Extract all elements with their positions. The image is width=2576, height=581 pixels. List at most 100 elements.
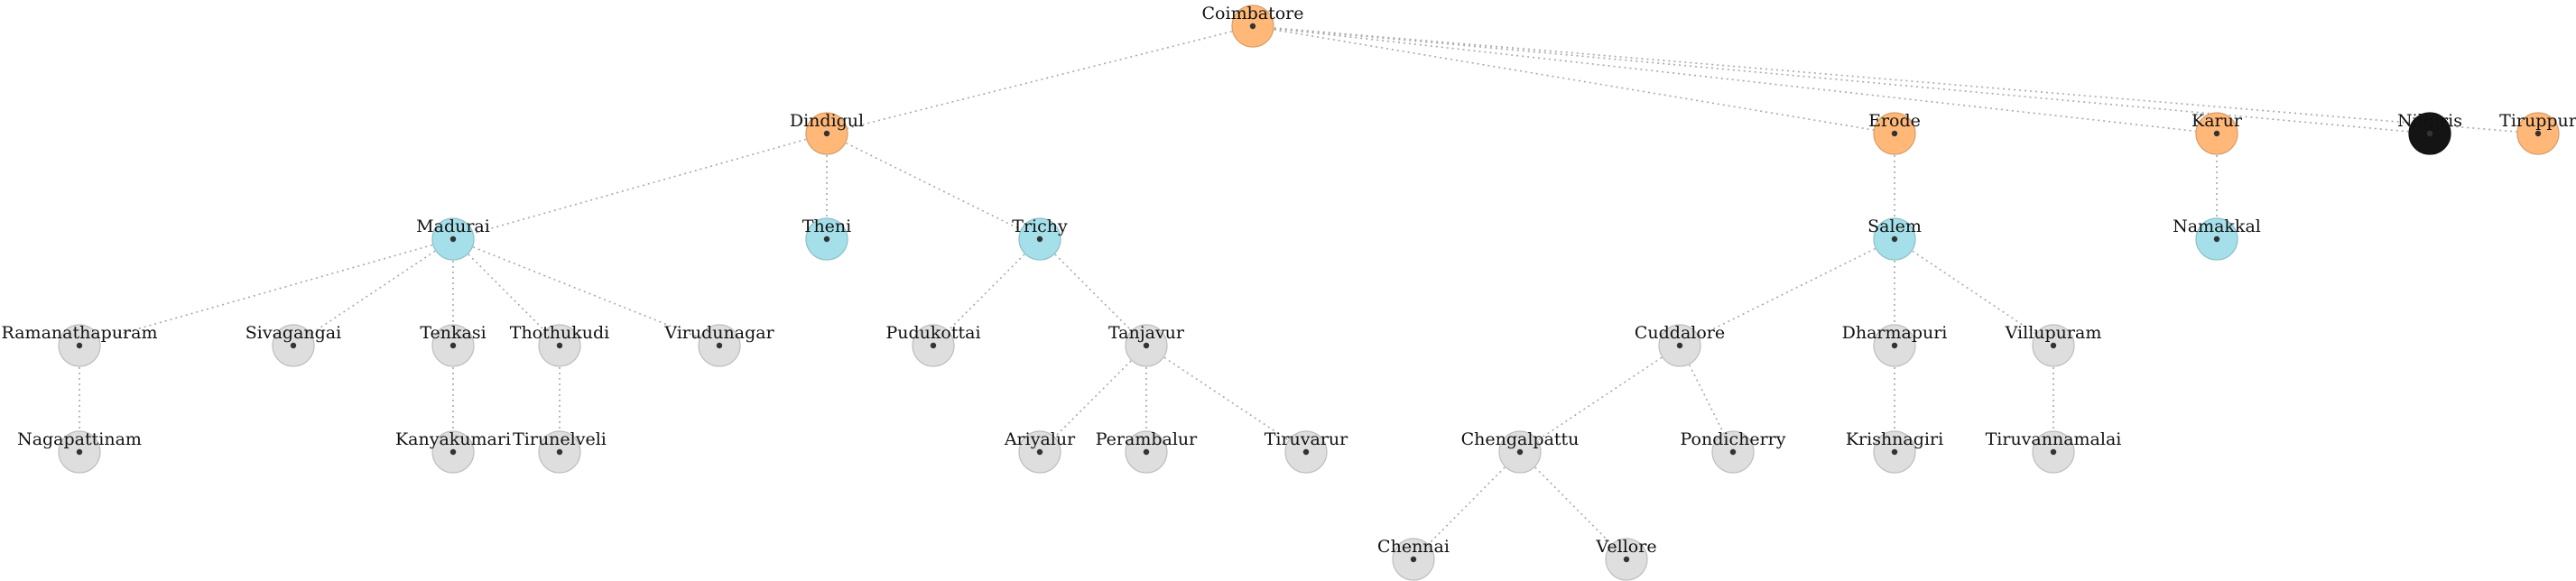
node-label: Kanyakumari bbox=[395, 429, 511, 449]
node-label: Chengalpattu bbox=[1461, 429, 1580, 449]
node-dindigul: Dindigul bbox=[790, 111, 864, 155]
node-label: Krishnagiri bbox=[1846, 429, 1943, 449]
node-center-dot bbox=[1729, 448, 1737, 456]
node-label: Trichy bbox=[1012, 217, 1068, 236]
node-perambalur: Perambalur bbox=[1096, 429, 1198, 474]
node-center-dot bbox=[823, 130, 830, 137]
node-center-dot bbox=[2213, 130, 2220, 137]
node-label: Villupuram bbox=[2005, 323, 2102, 343]
node-label: Perambalur bbox=[1096, 429, 1198, 449]
node-karur: Karur bbox=[2191, 111, 2243, 155]
node-coimbatore: Coimbatore bbox=[1202, 4, 1304, 48]
node-center-dot bbox=[930, 342, 937, 349]
node-label: Tirunelveli bbox=[513, 429, 607, 449]
node-tanjavur: Tanjavur bbox=[1108, 323, 1185, 367]
node-center-dot bbox=[1891, 130, 1898, 137]
node-erode: Erode bbox=[1868, 111, 1921, 155]
node-virudunagar: Virudunagar bbox=[663, 323, 775, 367]
node-label: Pudukottai bbox=[885, 323, 980, 343]
node-label: Dindigul bbox=[790, 111, 864, 131]
node-center-dot bbox=[1891, 342, 1898, 349]
node-label: Sivagangai bbox=[246, 323, 341, 343]
node-label: Tiruvarur bbox=[1265, 429, 1348, 449]
node-label: Namakkal bbox=[2173, 217, 2261, 236]
node-label: Nilgiris bbox=[2397, 111, 2462, 131]
node-dharmapuri: Dharmapuri bbox=[1842, 323, 1948, 367]
node-trichy: Trichy bbox=[1012, 217, 1068, 261]
node-center-dot bbox=[76, 342, 83, 349]
edge-madurai-virudunagar bbox=[452, 238, 720, 346]
node-center-dot bbox=[556, 448, 563, 456]
node-krishnagiri: Krishnagiri bbox=[1846, 429, 1943, 474]
node-center-dot bbox=[449, 448, 457, 456]
edge-tanjavur-ariyalur bbox=[1039, 345, 1147, 453]
node-cuddalore: Cuddalore bbox=[1635, 323, 1725, 367]
node-label: Dharmapuri bbox=[1842, 323, 1948, 343]
node-center-dot bbox=[1036, 235, 1043, 243]
node-center-dot bbox=[2050, 448, 2057, 456]
node-tirunelveli: Tirunelveli bbox=[513, 429, 607, 474]
node-center-dot bbox=[1891, 448, 1898, 456]
node-center-dot bbox=[2213, 235, 2220, 243]
node-center-dot bbox=[1143, 448, 1150, 456]
node-tiruppur: Tiruppur bbox=[2499, 111, 2576, 155]
node-center-dot bbox=[2534, 130, 2542, 137]
node-label: Coimbatore bbox=[1202, 4, 1304, 23]
node-center-dot bbox=[823, 235, 830, 243]
edge-dindigul-madurai bbox=[452, 133, 828, 240]
node-pondicherry: Pondicherry bbox=[1681, 429, 1786, 474]
node-chennai: Chennai bbox=[1377, 537, 1450, 581]
node-salem: Salem bbox=[1867, 217, 1922, 261]
node-center-dot bbox=[449, 342, 457, 349]
node-namakkal: Namakkal bbox=[2173, 217, 2261, 261]
node-kanyakumari: Kanyakumari bbox=[395, 429, 511, 474]
node-center-dot bbox=[1410, 556, 1417, 563]
edge-coimbatore-karur bbox=[1252, 25, 2218, 134]
node-label: Vellore bbox=[1595, 537, 1656, 557]
node-center-dot bbox=[290, 342, 297, 349]
node-tenkasi: Tenkasi bbox=[420, 323, 486, 367]
node-label: Chennai bbox=[1377, 537, 1450, 557]
node-label: Salem bbox=[1867, 217, 1922, 236]
node-center-dot bbox=[449, 235, 457, 243]
node-label: Tiruppur bbox=[2499, 111, 2576, 131]
node-nagapattinam: Nagapattinam bbox=[17, 429, 142, 474]
edge-dindigul-trichy bbox=[826, 133, 1041, 240]
node-villupuram: Villupuram bbox=[2005, 323, 2102, 367]
node-label: Madurai bbox=[416, 217, 490, 236]
node-label: Tiruvannamalai bbox=[1986, 429, 2122, 449]
node-nilgiris: Nilgiris bbox=[2397, 111, 2462, 155]
node-label: Thothukudi bbox=[510, 323, 609, 343]
node-label: Theni bbox=[802, 217, 851, 236]
node-tiruvarur: Tiruvarur bbox=[1265, 429, 1348, 474]
node-madurai: Madurai bbox=[416, 217, 490, 261]
node-thothukudi: Thothukudi bbox=[510, 323, 609, 367]
node-label: Cuddalore bbox=[1635, 323, 1725, 343]
node-label: Tenkasi bbox=[420, 323, 486, 343]
edge-coimbatore-dindigul bbox=[826, 25, 1254, 134]
node-label: Ariyalur bbox=[1004, 429, 1076, 449]
edge-trichy-tanjavur bbox=[1039, 238, 1147, 346]
node-label: Nagapattinam bbox=[17, 429, 142, 449]
node-tiruvannamalai: Tiruvannamalai bbox=[1986, 429, 2122, 474]
edge-chengalpattu-vellore bbox=[1519, 451, 1627, 560]
node-ramanathapuram: Ramanathapuram bbox=[1, 323, 158, 367]
node-theni: Theni bbox=[802, 217, 851, 261]
node-center-dot bbox=[76, 448, 83, 456]
node-chengalpattu: Chengalpattu bbox=[1461, 429, 1580, 474]
node-label: Erode bbox=[1868, 111, 1921, 131]
node-label: Ramanathapuram bbox=[1, 323, 157, 343]
edge-coimbatore-erode bbox=[1252, 25, 1895, 134]
node-label: Tanjavur bbox=[1108, 323, 1185, 343]
edge-salem-cuddalore bbox=[1679, 238, 1895, 346]
node-ariyalur: Ariyalur bbox=[1004, 429, 1076, 474]
node-center-dot bbox=[1516, 448, 1524, 456]
node-label: Karur bbox=[2191, 111, 2243, 131]
edge-trichy-pudukottai bbox=[932, 238, 1041, 346]
node-center-dot bbox=[1676, 342, 1683, 349]
node-center-dot bbox=[1623, 556, 1630, 563]
edge-madurai-thothukudi bbox=[452, 238, 561, 346]
edge-coimbatore-nilgiris bbox=[1252, 25, 2431, 134]
